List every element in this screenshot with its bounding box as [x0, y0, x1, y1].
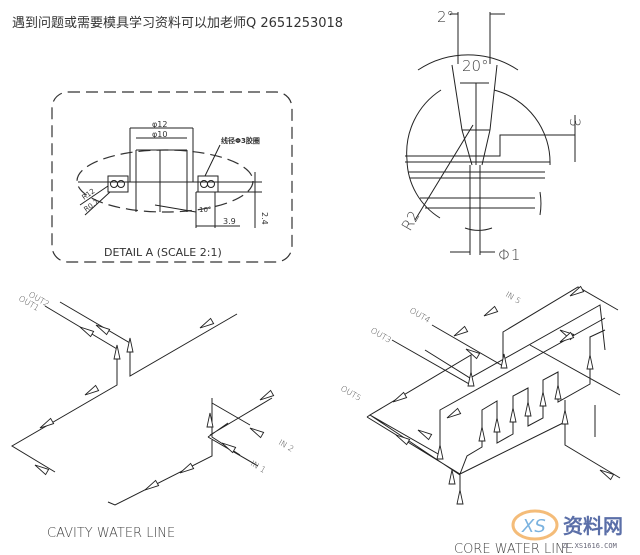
core-flow-arrows: [392, 285, 615, 505]
flow-arrow-icon: [179, 462, 195, 474]
flow-arrow-icon: [456, 489, 464, 505]
oring-right: [197, 175, 219, 193]
flow-arrow-icon: [206, 412, 214, 428]
dim-inner-diameter: φ10: [152, 130, 167, 139]
gate-detail: 2° 20° 3 R2 Φ1: [398, 8, 582, 264]
flow-arrow-icon: [144, 479, 160, 491]
flow-arrow-icon: [599, 469, 615, 481]
flow-arrow-icon: [39, 417, 55, 429]
flow-arrow-icon: [483, 305, 499, 317]
watermark-name: 资料网: [563, 514, 623, 538]
flow-arrow-icon: [500, 353, 508, 369]
height-label: 2.4: [260, 212, 269, 225]
gate-lines: [405, 12, 576, 255]
flow-arrow-icon: [34, 464, 50, 476]
detail-a-title: DETAIL A (SCALE 2:1): [104, 246, 222, 259]
watermark: XS 资料网 ZL.XS1616.COM: [511, 509, 623, 550]
flow-arrow-icon: [436, 444, 444, 460]
flow-arrow-icon: [561, 409, 569, 425]
flow-arrow-icon: [554, 384, 562, 400]
cavity-water-line: OUT2 OUT1 IN 2 IN 1 CAVITY WATER LINE: [11, 290, 295, 541]
flow-arrow-icon: [559, 331, 575, 343]
flow-arrow-icon: [95, 324, 111, 336]
cavity-title: CAVITY WATER LINE: [47, 526, 175, 541]
flow-arrow-icon: [113, 344, 121, 360]
flow-arrow-icon: [79, 326, 95, 338]
label-in5: IN 5: [504, 290, 522, 306]
flow-arrow-icon: [569, 285, 585, 297]
flow-arrow-icon: [493, 417, 501, 433]
flow-arrow-icon: [524, 401, 532, 417]
svg-text:XS: XS: [521, 516, 546, 537]
flow-arrow-icon: [446, 407, 462, 419]
detail-a-lines: [78, 127, 262, 228]
header-note: 遇到问题或需要模具学习资料可以加老师Q 2651253018: [12, 16, 344, 31]
angle-label: 10°: [199, 206, 211, 214]
label-out4: OUT4: [408, 306, 432, 325]
label-out5: OUT5: [339, 384, 363, 403]
angle-2-label: 2°: [437, 8, 454, 26]
detail-a: φ12 φ10 线径Φ3胶圈 R12 R0.7 10° 3.9 2.4 DETA…: [51, 91, 293, 263]
dim-outer-diameter: φ12: [152, 120, 167, 129]
width-label: 3.9: [223, 217, 236, 226]
angle-20-label: 20°: [462, 57, 489, 75]
flow-arrow-icon: [453, 325, 469, 337]
depth-label: 3: [566, 118, 582, 127]
cavity-pipes: [11, 301, 273, 506]
detail-a-frame: [51, 91, 293, 263]
flow-arrow-icon: [467, 371, 475, 387]
flow-arrow-icon: [586, 354, 594, 370]
core-title: CORE WATER LINE: [454, 542, 573, 555]
flow-arrow-icon: [392, 391, 408, 403]
flow-arrow-icon: [448, 469, 456, 485]
flow-arrow-icon: [259, 389, 275, 401]
diameter-label: Φ1: [498, 246, 520, 264]
label-in2: IN 2: [277, 438, 295, 454]
flow-arrow-icon: [539, 391, 547, 407]
cavity-flow-arrows: [34, 317, 275, 491]
flow-arrow-icon: [84, 384, 100, 396]
watermark-logo-icon: [511, 509, 559, 541]
label-in1: IN 1: [249, 459, 267, 475]
flow-arrow-icon: [221, 442, 237, 454]
flow-arrow-icon: [395, 434, 411, 446]
watermark-url: ZL.XS1616.COM: [562, 542, 617, 550]
oring-left: [107, 175, 129, 193]
detail-circle-arcs: [406, 54, 551, 231]
flow-arrow-icon: [199, 317, 215, 329]
leader-lines: [79, 144, 256, 228]
label-out3: OUT3: [369, 326, 393, 345]
flow-arrow-icon: [417, 429, 433, 441]
flow-arrow-icon: [478, 426, 486, 442]
detail-a-ellipse: [76, 149, 254, 213]
flow-arrow-icon: [249, 427, 265, 439]
flow-arrow-icon: [126, 337, 134, 353]
core-pipes: [366, 286, 621, 500]
oring-label: 线径Φ3胶圈: [221, 136, 260, 145]
flow-arrow-icon: [465, 348, 481, 360]
flow-arrow-icon: [509, 407, 517, 423]
